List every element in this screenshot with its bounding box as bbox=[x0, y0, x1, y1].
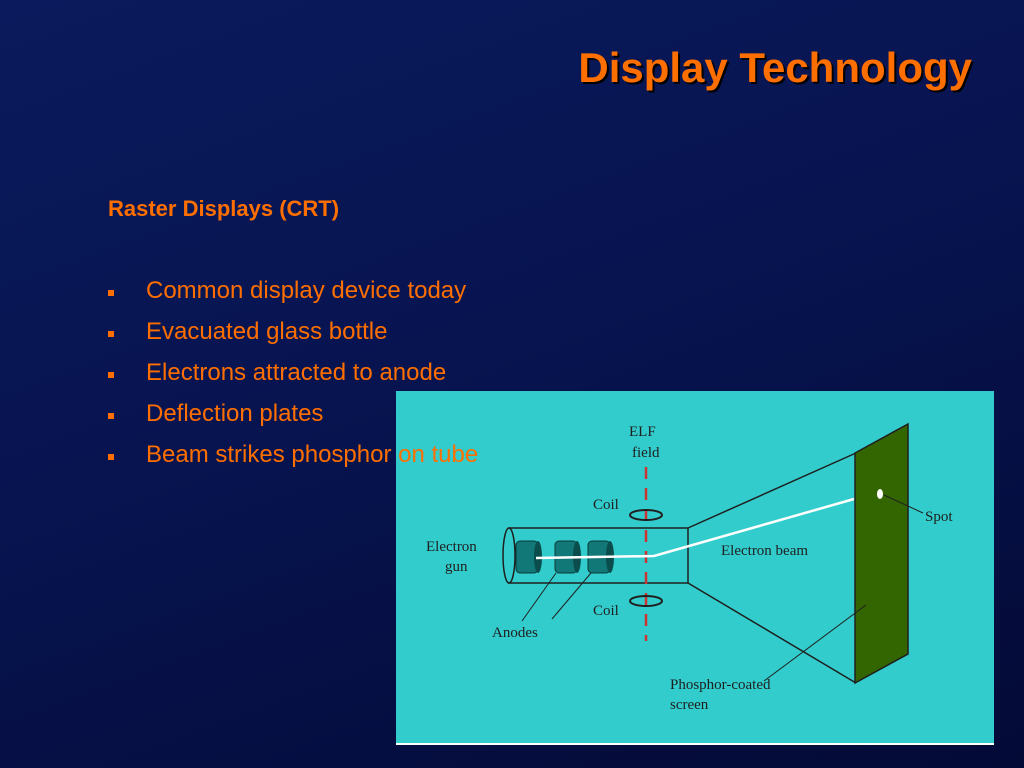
electron-beam-line bbox=[535, 497, 855, 560]
spot-mark bbox=[877, 489, 883, 499]
slide-subtitle: Raster Displays (CRT) bbox=[108, 196, 340, 221]
bullet-item: Electrons attracted to anode bbox=[108, 358, 478, 399]
phosphor-label-line1: Phosphor-coated bbox=[670, 677, 771, 693]
coil-top-label: Coil bbox=[593, 497, 619, 513]
square-bullet-icon bbox=[108, 454, 114, 460]
electron-gun-label-line1: Electron bbox=[426, 539, 477, 555]
bullet-item: Beam strikes phosphor on tube bbox=[108, 440, 478, 481]
spot-label: Spot bbox=[925, 509, 953, 525]
electron-beam-label: Electron beam bbox=[721, 543, 808, 559]
square-bullet-icon bbox=[108, 413, 114, 419]
bullet-text: Common display device today bbox=[146, 277, 467, 304]
elf-label-line2: field bbox=[632, 445, 660, 461]
coil-bottom-shape bbox=[629, 595, 663, 607]
phosphor-leader bbox=[763, 604, 867, 682]
bullet-list: Common display device today Evacuated gl… bbox=[108, 276, 478, 481]
bullet-item: Common display device today bbox=[108, 276, 478, 317]
phosphor-screen bbox=[854, 422, 909, 685]
crt-diagram: ELF field Coil Coil Electron gun Electro… bbox=[396, 391, 994, 745]
electron-gun-label-line2: gun bbox=[445, 559, 468, 575]
tube-neck-end bbox=[502, 527, 516, 584]
bullet-text: Deflection plates bbox=[146, 400, 324, 427]
coil-top-shape bbox=[629, 509, 663, 521]
tube-flare-top bbox=[687, 452, 857, 529]
bullet-text: Beam strikes phosphor on tube bbox=[146, 441, 479, 468]
phosphor-label-line2: screen bbox=[670, 697, 709, 713]
coil-bottom-label: Coil bbox=[593, 603, 619, 619]
anodes-leader-1 bbox=[521, 572, 557, 622]
slide-title: Display Technology bbox=[578, 44, 972, 91]
anodes-leader-2 bbox=[551, 572, 592, 620]
square-bullet-icon bbox=[108, 331, 114, 337]
elf-label-line1: ELF bbox=[629, 424, 656, 440]
square-bullet-icon bbox=[108, 372, 114, 378]
bullet-item: Deflection plates bbox=[108, 399, 478, 440]
crt-diagram-svg: ELF field Coil Coil Electron gun Electro… bbox=[426, 422, 953, 713]
bullet-text: Evacuated glass bottle bbox=[146, 318, 388, 345]
bullet-item: Evacuated glass bottle bbox=[108, 317, 478, 358]
square-bullet-icon bbox=[108, 290, 114, 296]
bullet-text: Electrons attracted to anode bbox=[146, 359, 447, 386]
spot-leader bbox=[883, 494, 924, 514]
tube-flare-bottom bbox=[687, 582, 857, 684]
anodes-label: Anodes bbox=[492, 625, 538, 641]
